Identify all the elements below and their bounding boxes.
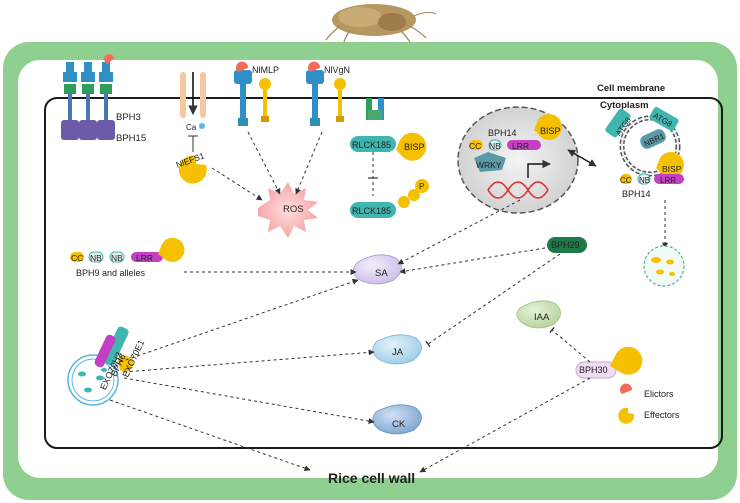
bph29-label: BPH29	[551, 240, 580, 250]
bph30-effector-icon	[610, 346, 643, 375]
iaa-blob	[516, 300, 561, 329]
bph6-box	[94, 334, 116, 368]
exo70e1-box	[103, 326, 129, 366]
rlck185-bisp-label: BISP	[404, 142, 425, 152]
bph29-box	[547, 237, 587, 253]
phospho-label: P	[419, 182, 424, 191]
bph3-bph15-receptors	[61, 54, 115, 140]
rice-cell-wall-label: Rice cell wall	[328, 470, 415, 486]
calcium-ion-icon	[199, 123, 205, 129]
wrky-label: WRKY	[476, 160, 502, 170]
nucleus-bisp-icon	[534, 114, 562, 141]
nucleus-bph14-label: BPH14	[488, 128, 517, 138]
ros-label: ROS	[283, 204, 304, 215]
nimlp-receptor	[234, 61, 271, 126]
ck-label: CK	[392, 419, 406, 430]
autophagy-cc-label: CC	[620, 176, 632, 185]
bph9-cc-label: CC	[71, 253, 83, 263]
legend-effectors-label: Effectors	[644, 410, 680, 420]
nlvgn-receptor	[306, 61, 346, 126]
cytoplasm-label: Cytoplasm	[600, 100, 649, 111]
rlck185-top-box	[350, 136, 396, 152]
rlck185-bottom-label: RLCK185	[352, 206, 391, 216]
planthopper-insect-image	[325, 4, 437, 43]
phospho-icon	[415, 179, 429, 193]
elicitor-icon	[104, 54, 114, 64]
exocyst-vesicle	[67, 326, 134, 406]
wrky-box	[474, 152, 506, 172]
nucleus-cc-label: CC	[469, 141, 481, 151]
ja-blob	[372, 334, 422, 365]
bph9-lrr-label: LRR	[136, 253, 153, 263]
bph9-nb2-label: NB	[111, 253, 123, 263]
ros-burst	[258, 182, 318, 238]
ja-label: JA	[392, 347, 404, 358]
rlck185-module	[350, 98, 429, 218]
autophagy-nb-label: NB	[639, 176, 650, 185]
nimlp-label: NlMLP	[252, 65, 279, 75]
nlvgn-label: NlVgN	[324, 65, 350, 75]
legend-effector-icon	[618, 407, 635, 424]
iaa-label: IAA	[534, 312, 550, 323]
bph9-label: BPH9 and alleles	[76, 268, 146, 278]
signaling-arrows	[109, 131, 591, 473]
sa-label: SA	[375, 268, 388, 279]
bph3-label: BPH3	[116, 112, 141, 123]
rlck185-bottom-box	[350, 202, 396, 218]
calcium-label: Ca	[186, 123, 197, 132]
legend-elicitor-icon	[620, 383, 633, 394]
rlck185-top-label: RLCK185	[352, 140, 391, 150]
niefs1-effector-icon	[178, 155, 207, 184]
autophagy-module	[605, 107, 684, 185]
bisp-effector-icon	[396, 132, 427, 161]
bph30-label: BPH30	[579, 365, 608, 375]
bph30-box	[575, 361, 617, 379]
bph15-label: BPH15	[116, 133, 146, 144]
autophagy-lrr-label: LRR	[660, 176, 676, 185]
cell-membrane-label: Cell membrane	[597, 83, 665, 94]
calcium-channel	[180, 72, 206, 152]
legend-elictors-label: Elictors	[644, 389, 674, 399]
ck-blob	[372, 404, 422, 435]
autophagy-bisp-label: BISP	[662, 164, 682, 174]
dna-icon	[487, 181, 549, 199]
sa-blob	[353, 254, 402, 285]
autophagy-bph14-label: BPH14	[622, 189, 651, 199]
bph9-construct	[70, 237, 185, 263]
bph9-nb1-label: NB	[90, 253, 102, 263]
nucleus-lrr-label: LRR	[512, 141, 529, 151]
nucleus-nb-label: NB	[489, 141, 501, 151]
nucleus-bisp-label: BISP	[540, 126, 561, 136]
autolysosome	[643, 245, 685, 287]
